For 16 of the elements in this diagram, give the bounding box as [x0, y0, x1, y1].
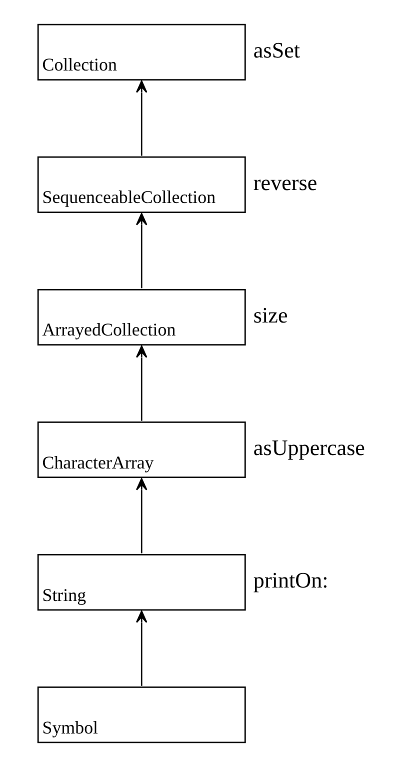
arrow — [136, 80, 148, 156]
node-label: reverse — [253, 170, 318, 195]
arrow — [136, 346, 148, 421]
arrow — [136, 213, 148, 288]
arrow — [136, 478, 148, 554]
node-label: size — [253, 302, 288, 328]
node-label: asUppercase — [253, 435, 365, 460]
node-box: CharacterArray — [37, 421, 246, 478]
node-label: asSet — [253, 37, 300, 62]
arrow — [136, 610, 148, 686]
node-box: Symbol — [37, 686, 246, 744]
node-box: String — [37, 554, 246, 611]
node-box: Collection — [37, 24, 246, 80]
node-box: SequenceableCollection — [37, 156, 246, 214]
node-label: printOn: — [253, 568, 328, 593]
node-box: ArrayedCollection — [37, 288, 246, 346]
